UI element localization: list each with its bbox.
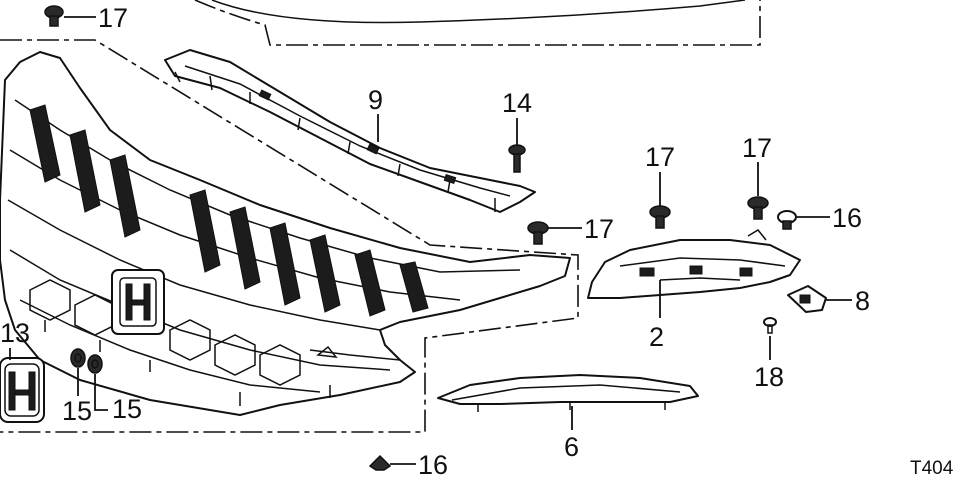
callout-16-bottom: 16 [418, 450, 448, 480]
callout-9: 9 [368, 85, 383, 115]
callout-13: 13 [0, 318, 30, 348]
assembly-outline [0, 0, 761, 433]
callout-18: 18 [754, 362, 784, 392]
callout-17-bracket-left: 17 [645, 142, 675, 172]
callout-2: 2 [649, 322, 664, 352]
leader-lines [9, 16, 852, 465]
part-2-side-bracket [587, 229, 801, 299]
callout-15-left: 15 [62, 396, 92, 426]
callout-15-right: 15 [112, 394, 142, 424]
fastener-18-screw [763, 317, 777, 334]
callout-6: 6 [564, 432, 579, 462]
fastener-17-top-left [44, 5, 64, 27]
callout-14: 14 [502, 88, 532, 118]
fastener-16-bottom [368, 454, 392, 471]
part-8-clip [787, 285, 827, 313]
fastener-14-screw [508, 144, 526, 173]
callout-17-center: 17 [584, 214, 614, 244]
callout-17-bracket-right: 17 [742, 133, 772, 163]
part-13-emblem [0, 357, 45, 423]
callout-16-right: 16 [832, 203, 862, 233]
callout-8: 8 [855, 286, 870, 316]
diagram-code: T404 [910, 458, 954, 479]
fastener-17-bracket-right [747, 196, 769, 220]
grille-assembly [0, 51, 571, 416]
fastener-16-right [777, 210, 797, 230]
part-15-clips [70, 348, 103, 374]
callout-labels: 17 9 14 17 17 17 16 8 2 18 13 15 15 6 16… [0, 3, 954, 480]
fastener-17-center [527, 221, 549, 245]
callout-17-top-left: 17 [98, 3, 128, 33]
fastener-17-bracket-left [649, 205, 671, 229]
part-6-lower-trim [437, 374, 699, 412]
part-9-upper-bracket [164, 49, 536, 213]
